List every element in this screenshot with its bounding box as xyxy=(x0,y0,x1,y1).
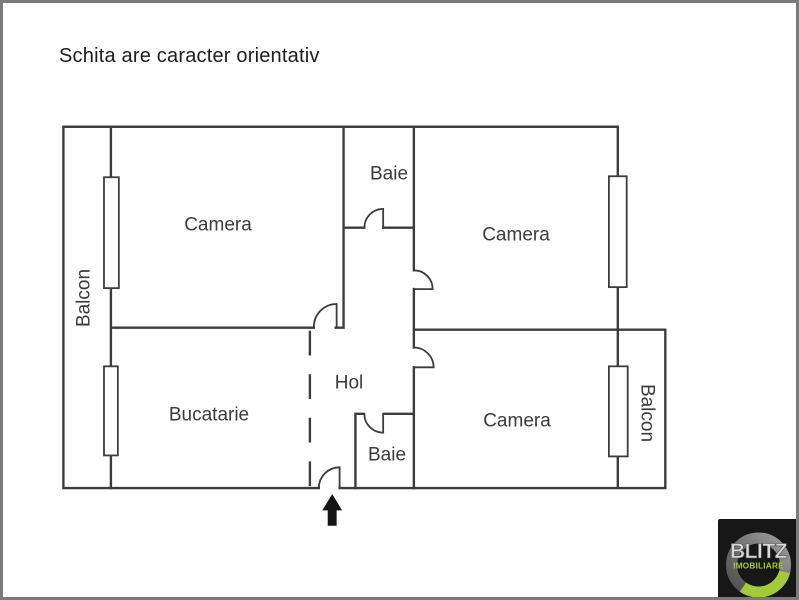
window-top-right xyxy=(607,175,628,289)
window-bottom-left xyxy=(103,365,119,457)
window-bottom-right xyxy=(607,365,629,458)
interior-walls xyxy=(109,125,667,490)
room-label-camera-bottom-right: Camera xyxy=(483,410,551,432)
room-label-balcon-right: Balcon xyxy=(636,383,658,443)
logo-brand-text: BLITZ xyxy=(730,540,788,563)
room-label-bucatarie: Bucatarie xyxy=(168,404,250,426)
room-label-camera-top-right: Camera xyxy=(482,224,550,246)
room-label-baie-top: Baie xyxy=(369,163,409,185)
logo-ring-accent-arc-icon xyxy=(739,570,790,597)
exterior-walls xyxy=(62,125,667,490)
disclaimer-title: Schita are caracter orientativ xyxy=(59,45,320,67)
floor-plan xyxy=(62,125,667,526)
room-label-camera-top-left: Camera xyxy=(184,214,252,236)
logo-tagline-text: IMOBILIARE xyxy=(733,561,784,571)
door-swing-arcs xyxy=(312,208,435,489)
room-label-baie-bottom: Baie xyxy=(367,444,407,466)
entrance-arrow-icon xyxy=(322,494,343,526)
logo-blitz-imobiliare: BLITZ IMOBILIARE xyxy=(718,519,796,597)
room-label-balcon-left: Balcon xyxy=(73,268,95,328)
window-top-left xyxy=(103,176,120,290)
room-label-hol: Hol xyxy=(334,372,364,394)
